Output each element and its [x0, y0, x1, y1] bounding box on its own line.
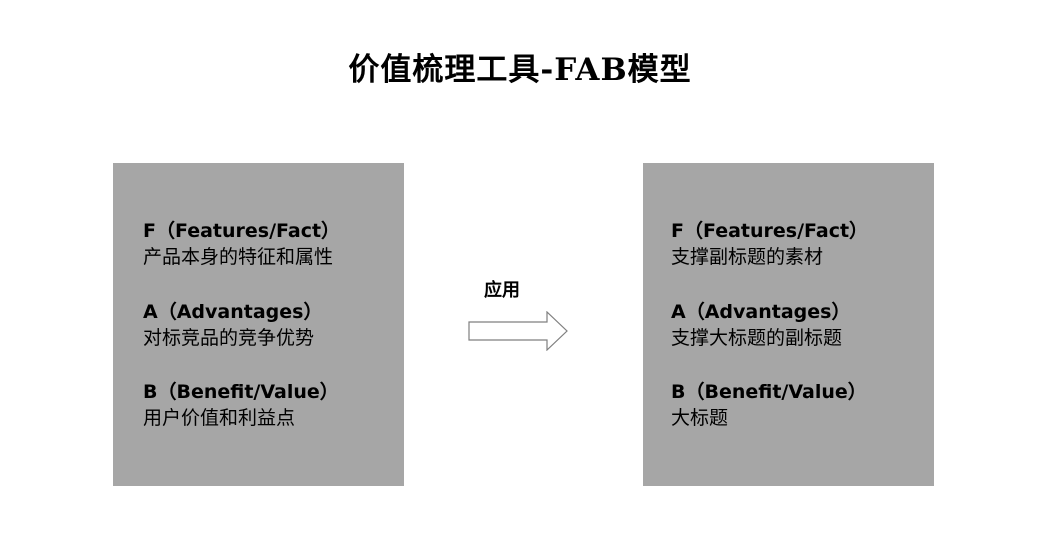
arrow-shape: [468, 311, 568, 351]
item-heading: B（Benefit/Value）: [671, 381, 867, 403]
item-description: 用户价值和利益点: [143, 407, 296, 429]
fab-item-benefit: B（Benefit/Value） 用户价值和利益点: [143, 379, 403, 431]
item-description: 支撑副标题的素材: [671, 246, 824, 268]
apply-label: 应用: [484, 280, 520, 301]
item-heading: A（Advantages）: [143, 301, 323, 323]
item-heading: A（Advantages）: [671, 301, 851, 323]
right-arrow-icon: [468, 311, 568, 351]
fab-item-advantages: A（Advantages） 支撑大标题的副标题: [671, 299, 931, 351]
fab-item-features: F（Features/Fact） 支撑副标题的素材: [671, 218, 931, 270]
fab-item-benefit: B（Benefit/Value） 大标题: [671, 379, 931, 431]
item-heading: B（Benefit/Value）: [143, 381, 339, 403]
item-description: 支撑大标题的副标题: [671, 327, 843, 349]
fab-item-advantages: A（Advantages） 对标竞品的竞争优势: [143, 299, 403, 351]
item-description: 大标题: [671, 407, 729, 429]
item-description: 对标竞品的竞争优势: [143, 327, 315, 349]
page-title: 价值梳理工具-FAB模型: [348, 52, 692, 88]
item-heading: F（Features/Fact）: [143, 220, 341, 242]
item-description: 产品本身的特征和属性: [143, 246, 334, 268]
fab-application-box: F（Features/Fact） 支撑副标题的素材 A（Advantages） …: [643, 163, 934, 486]
fab-definition-box: F（Features/Fact） 产品本身的特征和属性 A（Advantages…: [113, 163, 404, 486]
fab-item-features: F（Features/Fact） 产品本身的特征和属性: [143, 218, 403, 270]
item-heading: F（Features/Fact）: [671, 220, 869, 242]
